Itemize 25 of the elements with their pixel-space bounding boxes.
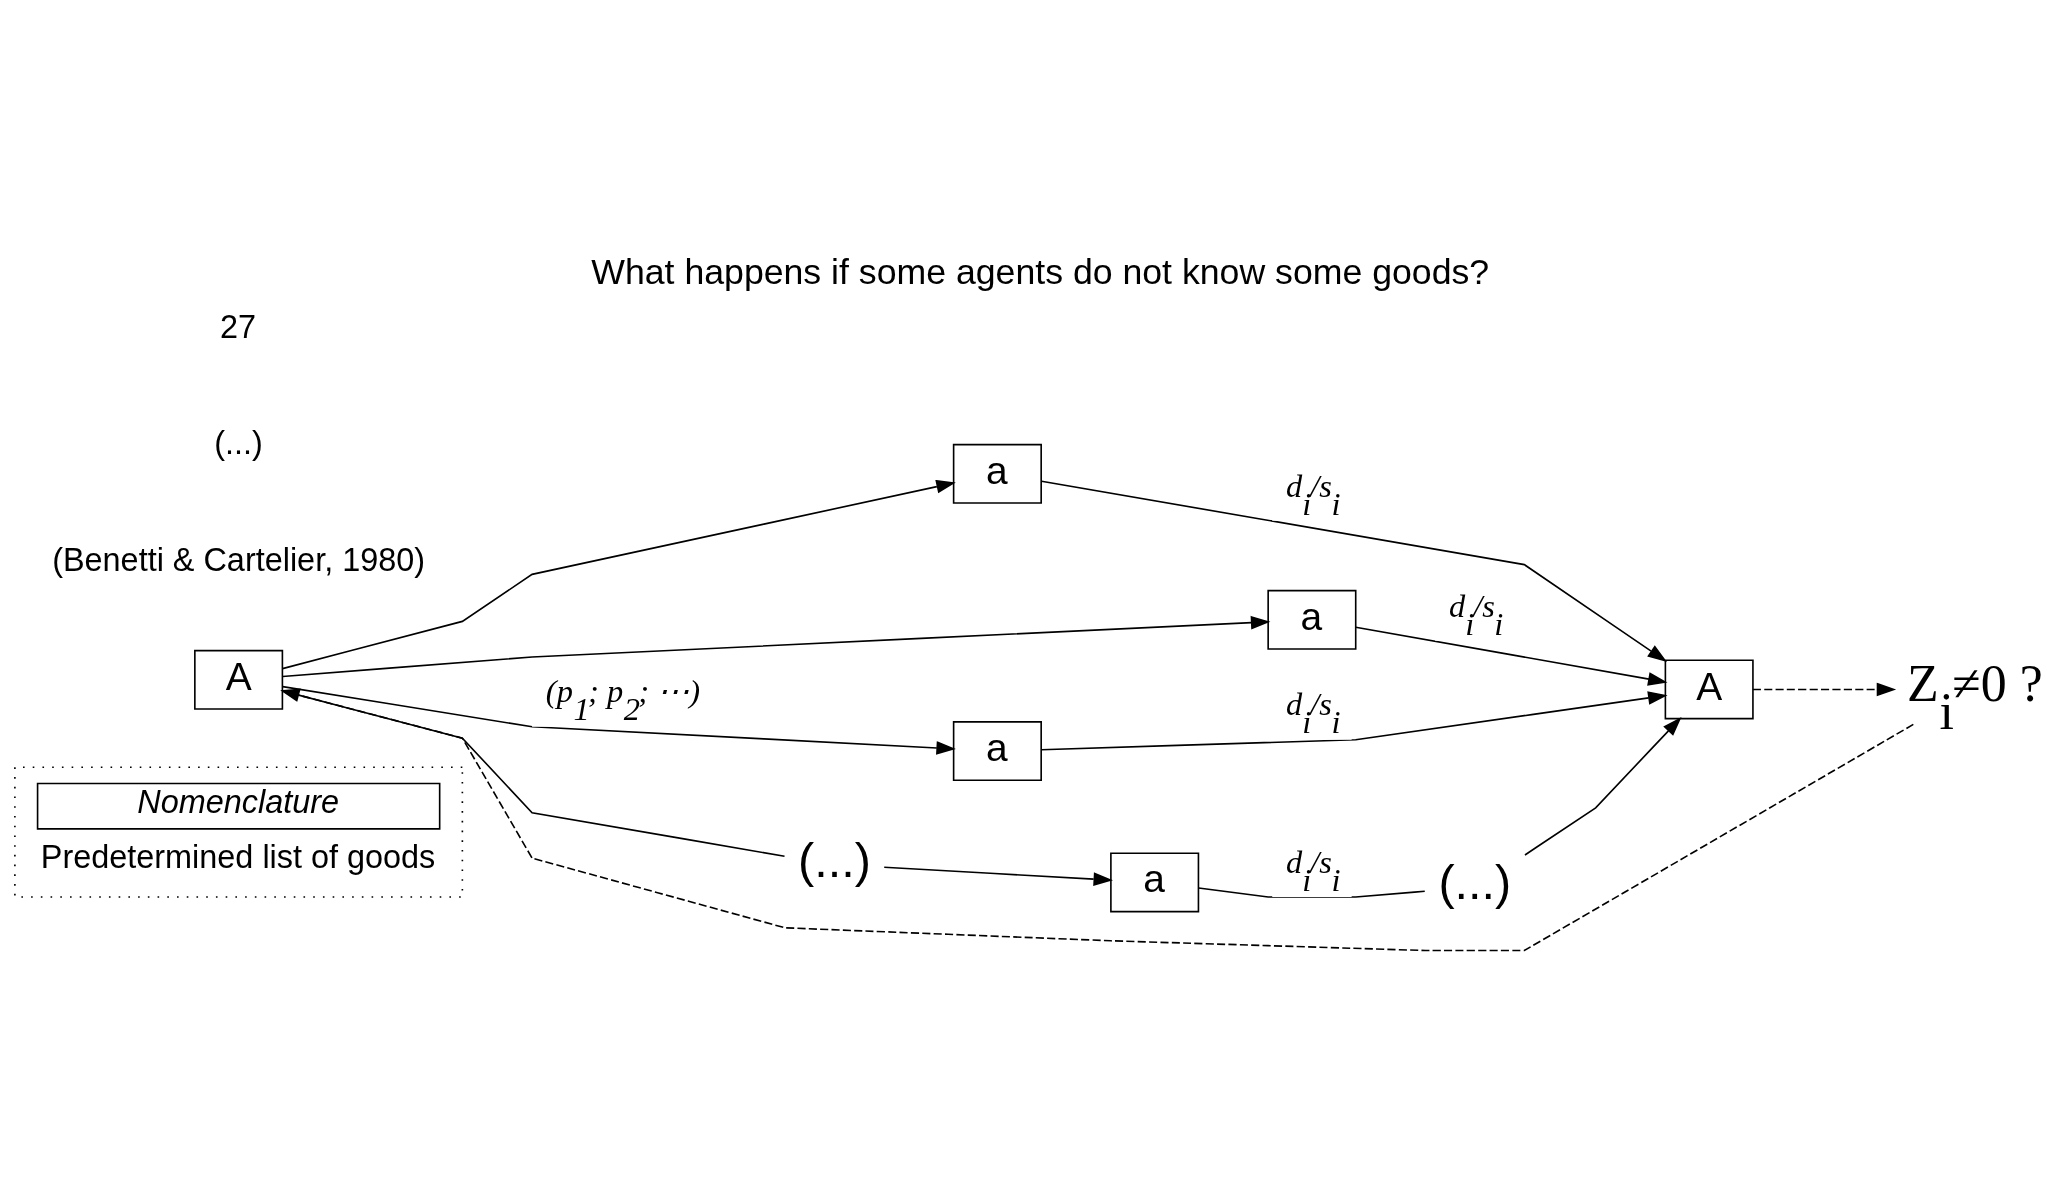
node-box: A — [1664, 659, 1754, 719]
arrow — [1524, 716, 1682, 856]
arrow — [1752, 682, 1897, 696]
label: (Benetti & Cartelier, 1980) — [52, 541, 426, 578]
arrow — [1040, 690, 1668, 751]
arrow — [281, 479, 956, 669]
connector — [1197, 886, 1426, 898]
label: (...) — [214, 424, 263, 461]
arrow — [1354, 625, 1668, 686]
node-box: A — [194, 649, 284, 710]
node-box: a — [1267, 589, 1357, 650]
arrow — [280, 688, 1915, 951]
diagram-title: What happens if some agents do not know some goods? — [591, 251, 1490, 292]
arrow — [281, 615, 1271, 677]
arrow — [281, 685, 956, 755]
node-box: a — [1110, 851, 1200, 912]
node-box: Nomenclature Predetermined list of goods — [14, 766, 464, 898]
label: 27 — [219, 308, 257, 345]
arrow — [883, 866, 1113, 886]
node-text: (...) — [1438, 854, 1512, 909]
node-text: (...) — [797, 832, 871, 887]
arrow — [1040, 479, 1668, 662]
connector — [281, 689, 786, 857]
node-box: a — [952, 720, 1042, 781]
node-box: a — [952, 443, 1042, 504]
